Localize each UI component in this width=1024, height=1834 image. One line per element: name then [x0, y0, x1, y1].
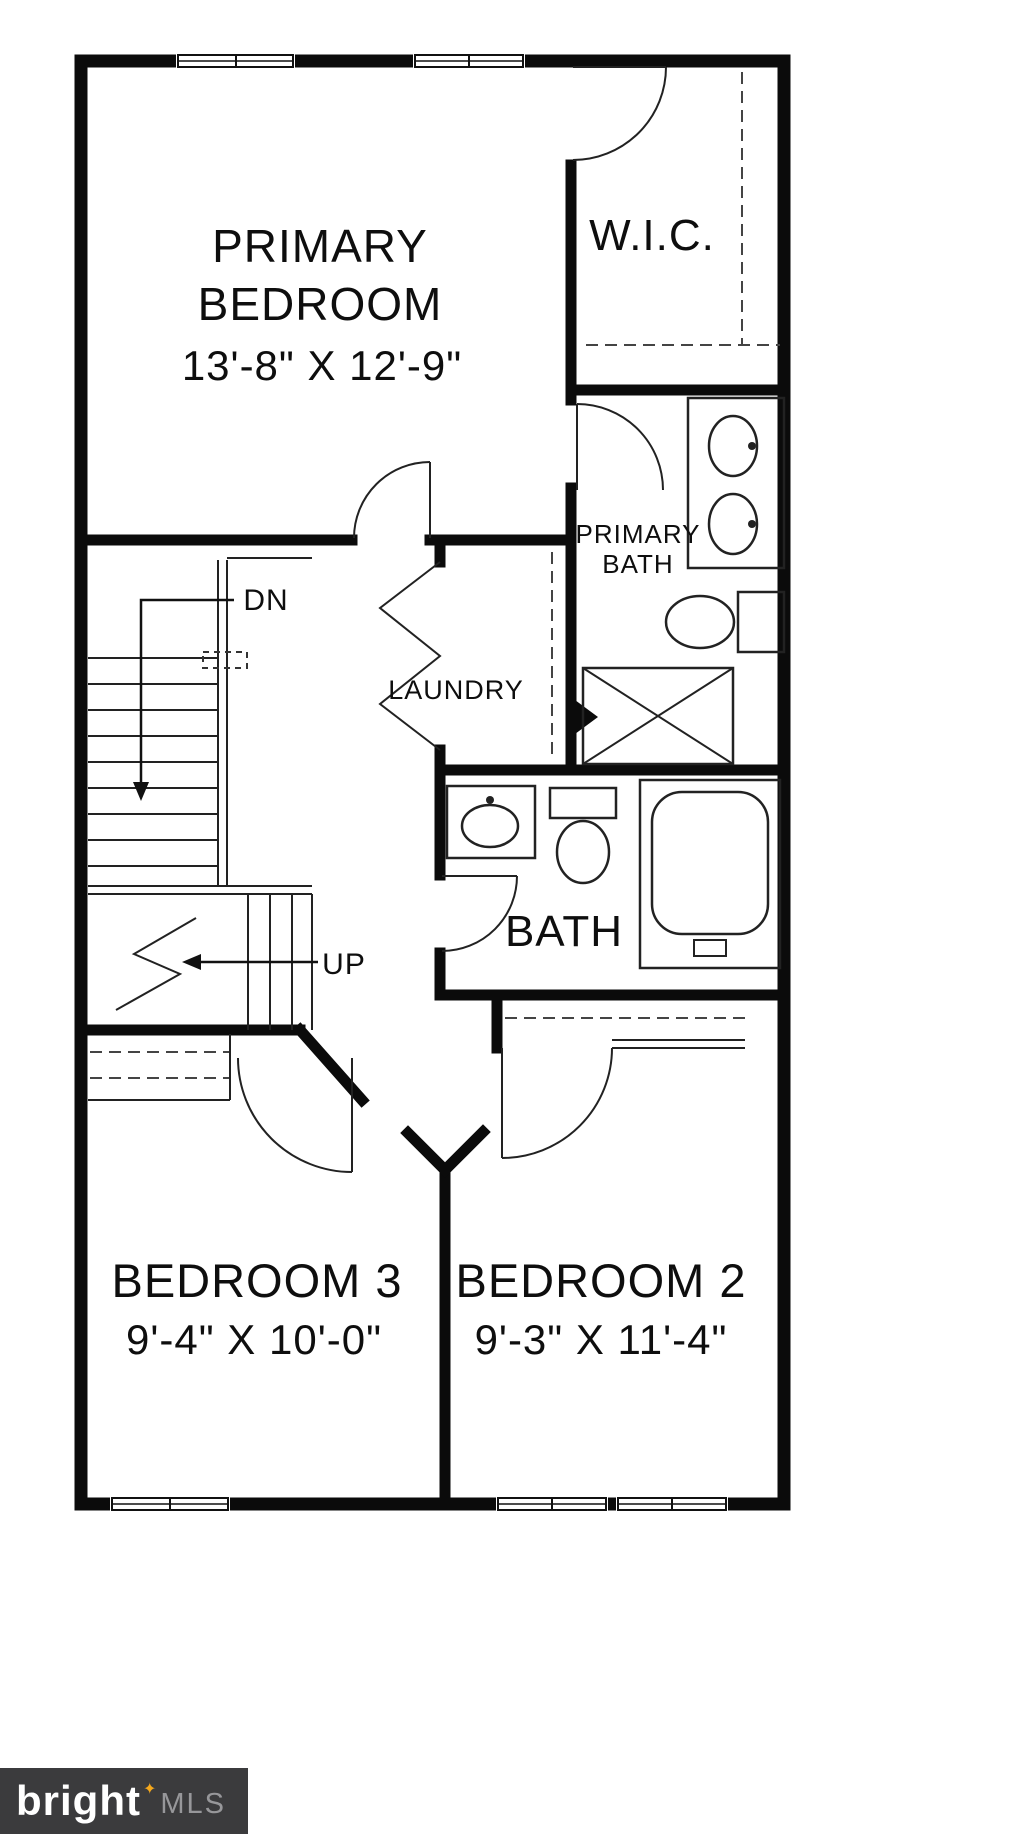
bedroom2-dimensions: 9'-3" X 11'-4": [475, 1316, 728, 1363]
bath-door: [441, 875, 518, 952]
windows: [110, 52, 728, 1513]
wic-shelf-dashes: [586, 72, 780, 346]
stairs-up-label: UP: [322, 948, 366, 981]
primary-bedroom-door: [353, 461, 431, 539]
room-labels: PRIMARY BEDROOM 13'-8" X 12'-9" W.I.C. P…: [111, 211, 746, 1363]
closet-shelving: [90, 72, 780, 1079]
laundry-bifold-doors: [378, 561, 442, 751]
window-primary-bedroom-left: [176, 52, 295, 70]
brightmls-brand-text: bright: [16, 1777, 141, 1824]
fixtures: [445, 396, 786, 970]
primary-bath-door: [576, 403, 664, 491]
laundry-label: LAUNDRY: [388, 675, 524, 705]
stairs-down-label: DN: [243, 584, 288, 617]
walls: [74, 54, 791, 1511]
doors: [237, 66, 667, 1173]
brightmls-watermark: bright ✦ MLS: [0, 1768, 248, 1834]
bedroom3-label: BEDROOM 3: [111, 1254, 402, 1307]
bedroom3-closet-front: [88, 1034, 231, 1101]
wic-door: [572, 66, 667, 161]
sink-icon: [460, 803, 520, 849]
stair-break-line: [115, 917, 197, 1011]
wic-label: W.I.C.: [589, 211, 715, 260]
bedroom3-closet-dashes: [90, 1051, 230, 1079]
primary-bedroom-dimensions: 13'-8" X 12'-9": [182, 342, 462, 389]
shower-door-icon: [575, 700, 598, 734]
sink-icon: [707, 492, 759, 556]
primary-bath-label-line1: PRIMARY: [576, 519, 701, 549]
bedroom2-door: [501, 1047, 613, 1159]
up-arrow-head: [182, 954, 201, 970]
primary-bedroom-label-line2: BEDROOM: [198, 278, 443, 330]
bedroom2-label: BEDROOM 2: [455, 1254, 746, 1307]
stair-arrows: [133, 598, 318, 970]
brightmls-spark-icon: ✦: [142, 1781, 157, 1798]
bath-toilet-icon: [548, 786, 618, 885]
window-bedroom2-right: [616, 1495, 728, 1513]
stair-break-marker: [202, 651, 248, 669]
window-bedroom2-left: [496, 1495, 608, 1513]
primary-bath-toilet-icon: [664, 590, 786, 654]
window-bedroom3: [110, 1495, 230, 1513]
down-arrow-head: [133, 782, 149, 801]
primary-bath-vanity: [686, 396, 786, 570]
down-arrow: [139, 598, 234, 784]
staircase: [88, 557, 313, 1030]
primary-bedroom-label-line1: PRIMARY: [212, 220, 428, 272]
bedroom3-dimensions: 9'-4" X 10'-0": [126, 1316, 382, 1363]
sink-icon: [707, 414, 759, 478]
bedroom2-closet-doors: [612, 1039, 745, 1049]
shower-icon: [581, 666, 735, 766]
brightmls-mls-text: MLS: [160, 1787, 227, 1820]
bedroom3-door: [237, 1057, 353, 1173]
window-primary-bedroom-right: [413, 52, 525, 70]
bath-label: BATH: [505, 907, 623, 956]
closet-fronts: [88, 1034, 745, 1101]
bath-vanity: [445, 784, 537, 860]
primary-bath-label-line2: BATH: [602, 549, 673, 579]
bathtub-icon: [638, 778, 782, 970]
